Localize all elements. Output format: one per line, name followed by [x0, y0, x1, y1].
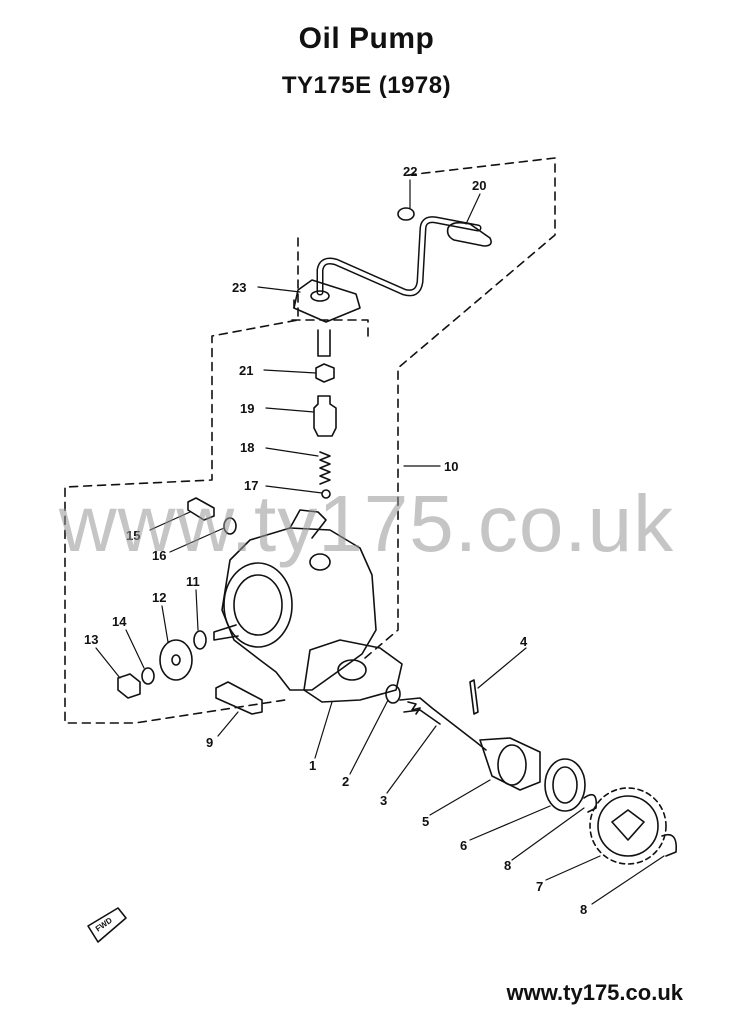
- part-label-19: 19: [240, 401, 254, 416]
- part-label-15: 15: [126, 528, 140, 543]
- gear-7: [589, 787, 667, 865]
- part-label-16: 16: [152, 548, 166, 563]
- pin-4: [469, 679, 479, 715]
- nut-21: [315, 363, 335, 383]
- part-label-1: 1: [309, 758, 316, 773]
- gasket-1: [303, 639, 403, 703]
- screw-15: [187, 497, 215, 521]
- bush-5: [479, 737, 541, 791]
- part-label-10: 10: [444, 459, 458, 474]
- part-label-20: 20: [472, 178, 486, 193]
- pipe-clip-20: [446, 221, 492, 247]
- nut-13: [117, 673, 141, 699]
- part-label-21: 21: [239, 363, 253, 378]
- part-label-5: 5: [422, 814, 429, 829]
- washer-11: [193, 630, 207, 650]
- banjo-bolt-22: [397, 207, 415, 221]
- part-label-17: 17: [244, 478, 258, 493]
- part-label-13: 13: [84, 632, 98, 647]
- part-label-6: 6: [460, 838, 467, 853]
- part-label-7: 7: [536, 879, 543, 894]
- pipe-stem: [317, 329, 331, 357]
- part-label-22: 22: [403, 164, 417, 179]
- check-valve-19: [313, 395, 337, 437]
- part-label-9: 9: [206, 735, 213, 750]
- washer-16: [223, 517, 237, 535]
- part-label-12: 12: [152, 590, 166, 605]
- part-label-3: 3: [380, 793, 387, 808]
- ball-17: [321, 489, 331, 499]
- pump-body: [221, 527, 377, 691]
- dashed-boundary-upper: [364, 157, 556, 659]
- plate-12: [159, 639, 193, 681]
- spring-18: [319, 451, 331, 485]
- part-label-11: 11: [186, 574, 200, 589]
- page-subtitle: TY175E (1978): [281, 72, 452, 99]
- dashed-boundary-lower: [64, 237, 299, 724]
- bearing-6: [544, 758, 586, 812]
- worm-shaft-3: [399, 697, 487, 751]
- footer-url: www.ty175.co.uk: [506, 980, 683, 1005]
- dashed-boundary-inner: [291, 319, 369, 341]
- part-label-14: 14: [112, 614, 127, 629]
- part-label-4: 4: [520, 634, 528, 649]
- bolt-9: [215, 681, 263, 715]
- part-label-8a: 8: [504, 858, 511, 873]
- part-label-23: 23: [232, 280, 246, 295]
- part-label-8b: 8: [580, 902, 587, 917]
- oring-2: [385, 684, 401, 704]
- part-label-2: 2: [342, 774, 349, 789]
- page-title: Oil Pump: [298, 22, 435, 55]
- spring-washer-14: [141, 667, 155, 685]
- part-label-18: 18: [240, 440, 254, 455]
- fwd-arrow-icon: [87, 907, 127, 943]
- circlip-8a: [583, 793, 598, 813]
- oil-pipe: [316, 216, 482, 297]
